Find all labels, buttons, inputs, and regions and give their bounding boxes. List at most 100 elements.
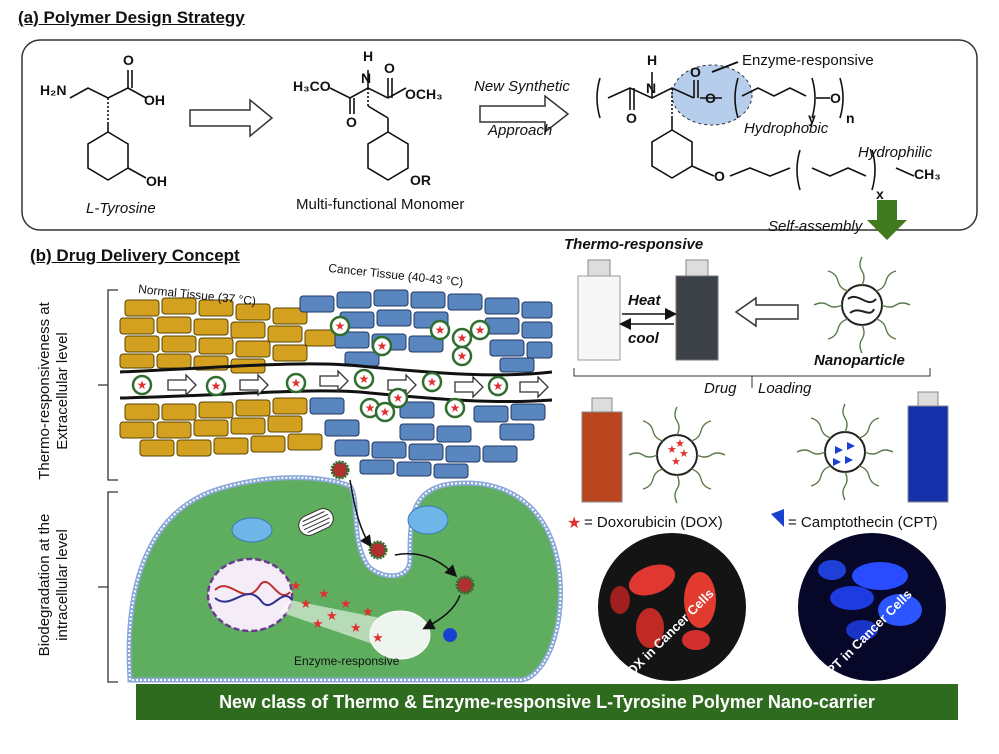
- arrow-label-top: New Synthetic: [474, 78, 570, 95]
- polymer-o3: O: [705, 90, 716, 106]
- polymer-n-sub: n: [846, 110, 855, 126]
- svg-text:★: ★: [300, 596, 312, 611]
- polymer-o1: O: [626, 110, 637, 126]
- vessel-wall-top: [119, 362, 553, 377]
- monomer-or: OR: [410, 172, 431, 188]
- enzyme-responsive-cell-label: Enzyme-responsive: [294, 654, 400, 668]
- nanoparticle-label: Nanoparticle: [814, 352, 905, 369]
- svg-text:★: ★: [679, 448, 689, 460]
- bracket-bottom: [98, 491, 118, 683]
- arrow-1: [189, 98, 274, 138]
- tyrosine-structure: [69, 70, 147, 181]
- monomer-o-right: O: [384, 60, 395, 76]
- polymer-h: H: [647, 52, 658, 68]
- loading-label: Loading: [758, 380, 812, 397]
- svg-text:★: ★: [457, 349, 468, 363]
- dox-legend: = Doxorubicin (DOX): [584, 514, 723, 531]
- cpt-microscopy: [798, 533, 946, 681]
- side-label-bottom: Biodegradation at the intracellular leve…: [36, 513, 71, 657]
- vessel-nanoparticles: ★ ★ ★ ★ ★ ★ ★ ★ ★ ★ ★ ★ ★ ★ ★ ★: [131, 315, 509, 423]
- cell-nanoparticles: [330, 460, 475, 595]
- cool-label: cool: [628, 330, 659, 347]
- cancer-tissue-bottom: [309, 397, 546, 479]
- cancer-tissue-top: [299, 289, 553, 373]
- enzyme-pointer: [711, 61, 739, 73]
- hydrophilic-label: Hydrophilic: [858, 144, 933, 161]
- monomer-n: N: [361, 70, 372, 86]
- polymer-n: N: [646, 80, 657, 96]
- polymer-ch3: CH₃: [914, 166, 941, 182]
- enzyme-responsive-label: Enzyme-responsive: [742, 52, 874, 69]
- svg-text:★: ★: [291, 376, 302, 390]
- monomer-right-group: OCH₃: [405, 86, 443, 102]
- arrow-2: [479, 94, 570, 134]
- bracket-top: [98, 289, 118, 481]
- svg-text:★: ★: [365, 401, 376, 415]
- polymer-y: y: [808, 110, 816, 126]
- svg-text:★: ★: [362, 604, 374, 619]
- svg-text:★: ★: [493, 379, 504, 393]
- svg-text:★: ★: [450, 401, 461, 415]
- nanoparticle-main: [813, 256, 911, 354]
- vial-turbid: [675, 259, 719, 361]
- vial-dox: [581, 397, 623, 503]
- svg-text:★: ★: [335, 319, 346, 333]
- svg-text:★: ★: [326, 608, 338, 623]
- tyrosine-phenol-oh: OH: [146, 173, 167, 189]
- svg-text:★: ★: [312, 616, 324, 631]
- svg-text:★: ★: [427, 375, 438, 389]
- nanoparticle-dox: ★★★★: [628, 406, 726, 504]
- normal-tissue-top: [119, 297, 336, 374]
- tyrosine-oxygen: O: [123, 52, 134, 68]
- dox-star-icon: ★: [567, 515, 581, 532]
- monomer-structure: [329, 70, 409, 181]
- arrow-label-bottom: Approach: [488, 122, 553, 139]
- svg-text:★: ★: [359, 372, 370, 386]
- svg-text:★: ★: [380, 405, 391, 419]
- self-assembly-label: Self-assembly: [768, 218, 863, 235]
- polymer-o4: O: [830, 90, 841, 106]
- self-assembly-arrow: [867, 200, 907, 240]
- svg-text:★: ★: [290, 578, 302, 593]
- svg-text:★: ★: [435, 323, 446, 337]
- cpt-legend: = Camptothecin (CPT): [788, 514, 938, 531]
- monomer-name: Multi-functional Monomer: [296, 196, 465, 213]
- monomer-h: H: [363, 48, 374, 64]
- svg-text:★: ★: [457, 331, 468, 345]
- normal-tissue-bottom: [119, 397, 323, 457]
- polymer-o5: O: [714, 168, 725, 184]
- svg-text:★: ★: [393, 391, 404, 405]
- tyrosine-name: L-Tyrosine: [86, 200, 156, 217]
- svg-text:★: ★: [372, 630, 384, 645]
- cpt-triangle-icon: [771, 509, 784, 527]
- vessel-wall-bottom: [119, 389, 553, 404]
- svg-text:★: ★: [211, 379, 222, 393]
- flow-arrows: [167, 369, 549, 399]
- section-b-title: (b) Drug Delivery Concept: [30, 246, 240, 265]
- polymer-structure: [596, 72, 915, 191]
- enzyme-responsive-highlight: [671, 64, 753, 126]
- svg-text:★: ★: [137, 378, 148, 392]
- vial-clear: [577, 259, 621, 361]
- svg-text:★: ★: [475, 323, 486, 337]
- svg-text:★: ★: [667, 444, 677, 456]
- tyrosine-hydroxyl: OH: [144, 92, 165, 108]
- svg-text:★: ★: [318, 586, 330, 601]
- polymer-o2: O: [690, 64, 701, 80]
- svg-text:★: ★: [675, 438, 685, 450]
- drug-label: Drug: [704, 380, 737, 397]
- svg-text:★: ★: [340, 596, 352, 611]
- vial-cpt: [907, 391, 949, 503]
- svg-text:★: ★: [350, 620, 362, 635]
- svg-text:★: ★: [377, 339, 388, 353]
- bottom-banner: New class of Thermo & Enzyme-responsive …: [136, 684, 958, 720]
- section-a-title: (a) Polymer Design Strategy: [18, 8, 245, 27]
- thermo-responsive-title: Thermo-responsive: [564, 236, 704, 253]
- dox-microscopy: [598, 533, 746, 681]
- polymer-x: x: [876, 186, 884, 202]
- svg-text:★: ★: [671, 456, 681, 468]
- monomer-o-left: O: [346, 114, 357, 130]
- tyrosine-amine: H₂N: [40, 82, 67, 98]
- heat-label: Heat: [628, 292, 661, 309]
